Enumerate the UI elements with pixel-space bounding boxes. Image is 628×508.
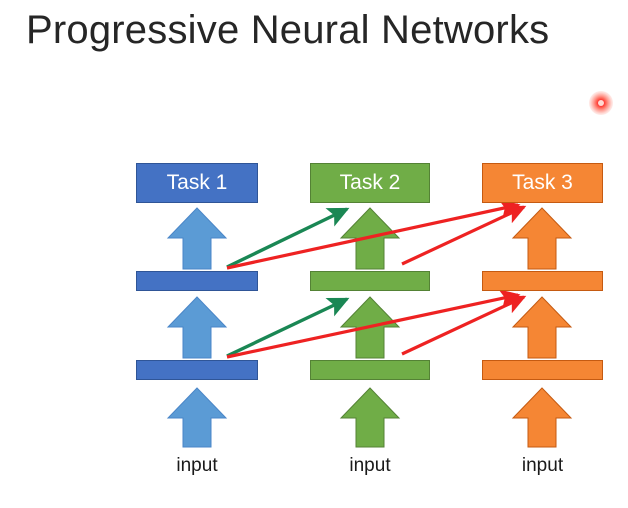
lateral-connections-row-1 [226,199,527,270]
task-3-layer-bar-lower [482,360,603,380]
task-box-1-label: Task 1 [166,171,228,194]
task-3-arrow-input [511,387,573,448]
laser-pointer-dot [589,91,613,115]
lateral-row2-blue-to-orange [226,289,521,359]
task-1-layer-bar-upper [136,271,258,291]
lateral-row2-green-to-orange [401,295,527,356]
task-box-2[interactable]: Task 2 [310,163,430,203]
lateral-row2-blue-to-green [226,297,350,358]
task-box-2-label: Task 2 [339,171,401,194]
lateral-row1-green-to-orange [401,205,527,266]
task-2-layer-bar-upper [310,271,430,291]
task-3-arrow-mid [511,296,573,359]
lateral-connections-row-2 [226,289,527,359]
task-box-3-label: Task 3 [512,171,573,194]
task-3-layer-bar-upper [482,271,603,291]
task-3-arrow-top [511,207,573,270]
task-3-internal-arrows [511,207,573,448]
task-2-arrow-input [339,387,401,448]
task-1-arrow-input [166,387,228,448]
task-2-layer-bar-lower [310,360,430,380]
task-1-arrow-top [166,207,228,270]
task-1-arrow-mid [166,296,228,359]
page-title: Progressive Neural Networks [26,8,550,52]
task-3-input-label: input [521,455,564,476]
task-1-input-label: input [176,455,218,476]
task-box-3[interactable]: Task 3 [482,163,603,203]
lateral-row1-blue-to-orange [226,199,521,270]
task-1-internal-arrows [166,207,228,448]
lateral-row1-blue-to-green [226,207,350,269]
task-box-1[interactable]: Task 1 [136,163,258,203]
task-1-layer-bar-lower [136,360,258,380]
task-2-input-label: input [349,455,391,476]
